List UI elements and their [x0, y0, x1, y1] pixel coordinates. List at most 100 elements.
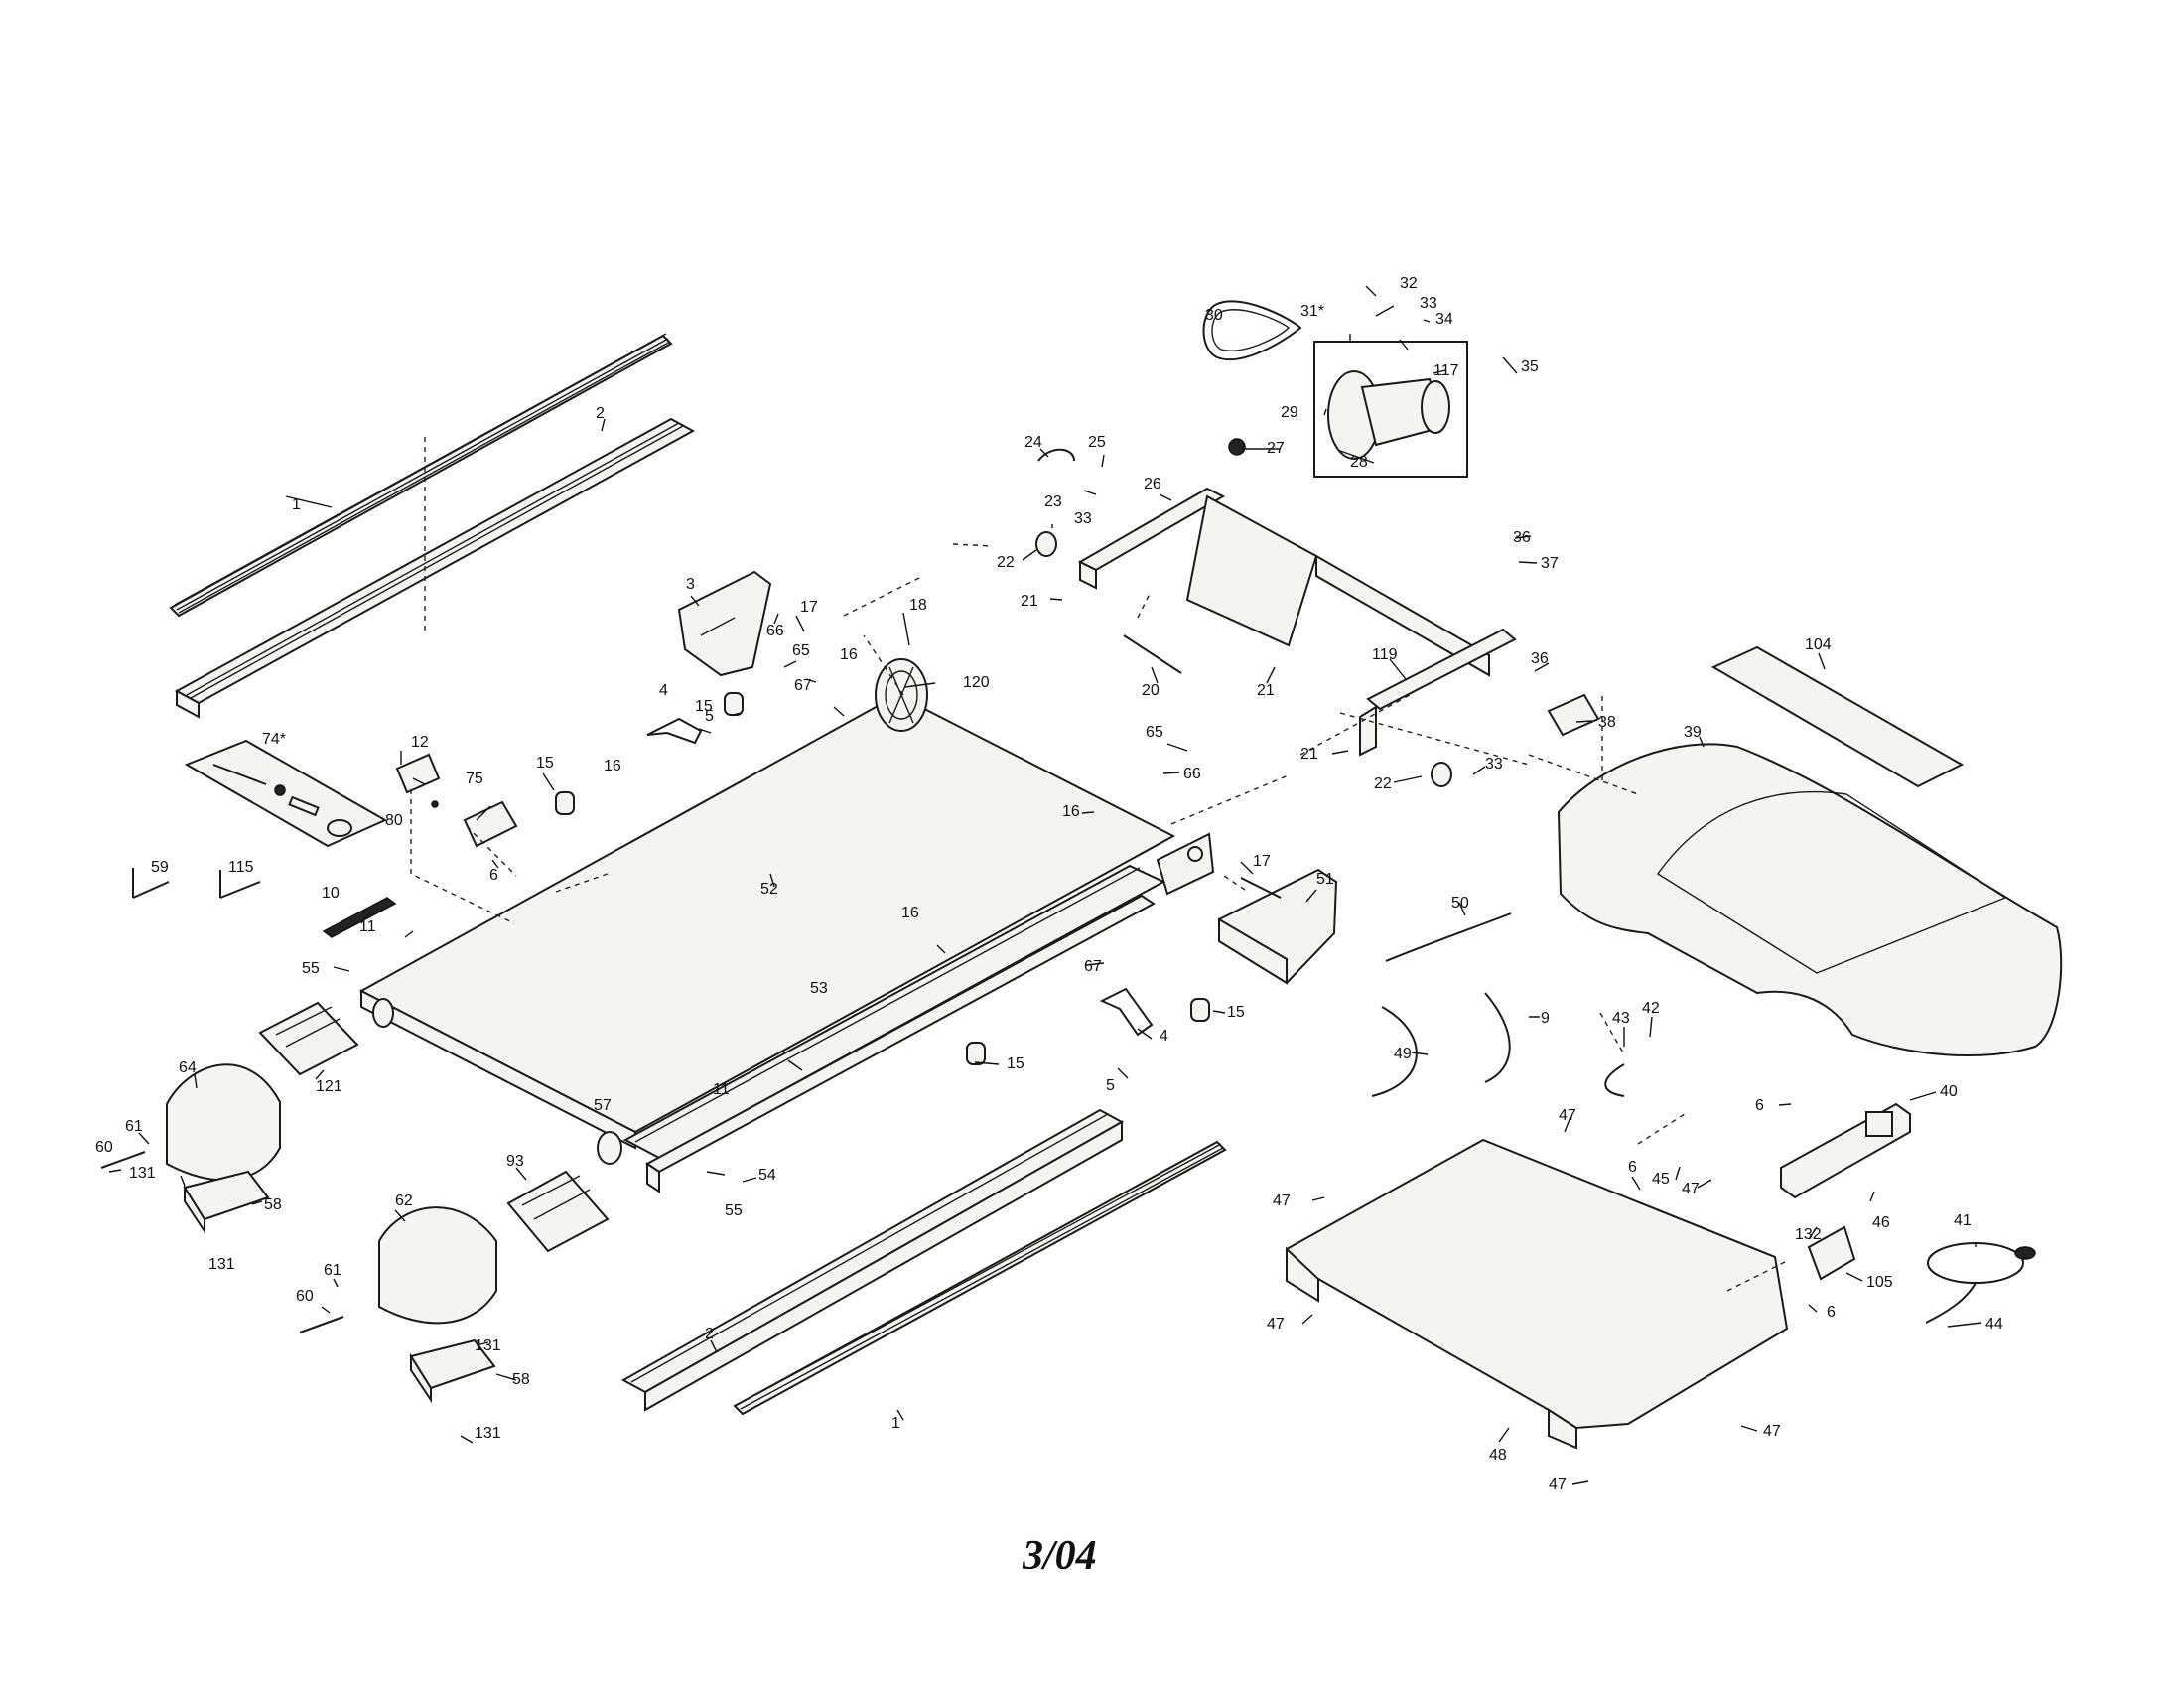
callout-49: 49: [1394, 1046, 1412, 1062]
callout-18: 18: [909, 597, 927, 614]
side-plate-right: [1156, 832, 1215, 896]
callout-120: 120: [963, 674, 990, 691]
bracket-12: [395, 753, 441, 794]
callout-27: 27: [1267, 440, 1285, 457]
callout-104: 104: [1805, 636, 1832, 653]
callout-labels: 1 2 3 74* 12 75 80 6 59 115 10 11 55 64 …: [95, 275, 2003, 1493]
callout-6: 6: [1755, 1097, 1764, 1114]
hood-end-51: [1218, 868, 1338, 985]
callout-33: 33: [1485, 756, 1503, 772]
callout-25: 25: [1088, 434, 1106, 451]
callout-67: 67: [794, 677, 812, 694]
callout-42: 42: [1642, 1000, 1660, 1017]
callout-21: 21: [1257, 682, 1275, 699]
callout-121: 121: [316, 1078, 342, 1095]
callout-50: 50: [1451, 895, 1469, 912]
callout-6: 6: [1827, 1304, 1836, 1321]
callout-55: 55: [302, 960, 320, 977]
leader-lines: [108, 285, 1982, 1485]
hood-trim-104: [1710, 645, 1965, 788]
callout-16: 16: [840, 646, 858, 663]
callout-131: 131: [475, 1425, 501, 1442]
callout-105: 105: [1866, 1274, 1893, 1291]
callout-31: 31*: [1300, 303, 1324, 320]
callout-93: 93: [506, 1153, 524, 1170]
callout-28: 28: [1350, 454, 1368, 471]
callout-115: 115: [228, 859, 254, 876]
callout-66: 66: [766, 623, 784, 639]
callout-2: 2: [705, 1326, 714, 1342]
callout-6: 6: [1628, 1159, 1637, 1176]
motor-assembly-31-box: [1313, 341, 1468, 478]
shock-15-d: [1190, 998, 1210, 1022]
callout-62: 62: [395, 1193, 413, 1209]
shock-15-c: [966, 1042, 986, 1065]
callout-58: 58: [512, 1371, 530, 1388]
callout-47: 47: [1267, 1316, 1285, 1333]
callout-17: 17: [1253, 853, 1271, 870]
callout-36: 36: [1531, 650, 1549, 667]
callout-48: 48: [1489, 1447, 1507, 1464]
end-cap-62: [378, 1206, 497, 1325]
end-cap-insert-93: [506, 1170, 610, 1253]
callout-61: 61: [125, 1118, 143, 1135]
frame-rail-54: [645, 894, 1156, 1193]
callout-47: 47: [1763, 1423, 1781, 1440]
rear-roller-57: [372, 998, 622, 1165]
hex-key-59: [132, 868, 170, 899]
end-cap-64: [166, 1063, 281, 1182]
callout-40: 40: [1940, 1083, 1958, 1100]
callout-44: 44: [1985, 1316, 2003, 1333]
callout-5: 5: [705, 708, 714, 725]
callout-26: 26: [1144, 476, 1161, 492]
foot-cap-58-b: [409, 1338, 496, 1404]
walking-belt-52: [358, 693, 1176, 1150]
side-rail-2-bottom: [620, 1108, 1125, 1412]
callout-60: 60: [296, 1288, 314, 1305]
callout-52: 52: [760, 881, 778, 898]
callout-46: 46: [1872, 1214, 1890, 1231]
hex-key-115: [219, 870, 261, 899]
callout-33: 33: [1074, 510, 1092, 527]
callout-131: 131: [208, 1256, 235, 1273]
grip-strip-10: [322, 897, 397, 938]
bolt-17: [1240, 877, 1282, 899]
callout-65: 65: [1146, 724, 1163, 741]
callout-15: 15: [1007, 1055, 1024, 1072]
side-rail-1-bottom: [733, 1140, 1227, 1416]
callout-2: 2: [596, 405, 605, 422]
bolt-60-b: [299, 1316, 344, 1333]
callout-41: 41: [1954, 1212, 1972, 1229]
callout-11: 11: [713, 1081, 730, 1098]
callout-35: 35: [1521, 358, 1539, 375]
callout-47: 47: [1559, 1107, 1576, 1124]
callout-119: 119: [1372, 646, 1398, 663]
callout-59: 59: [151, 859, 169, 876]
drive-motor-28: [1327, 370, 1450, 460]
callout-58: 58: [264, 1196, 282, 1213]
callout-75: 75: [466, 771, 483, 787]
callout-45: 45: [1652, 1171, 1670, 1188]
callout-1: 1: [292, 496, 301, 513]
callout-74: 74*: [262, 731, 286, 748]
cable-9: [1484, 992, 1511, 1083]
callout-65: 65: [792, 642, 810, 659]
shock-15-a: [724, 692, 744, 716]
callout-64: 64: [179, 1059, 197, 1076]
callout-21: 21: [1300, 746, 1318, 763]
drive-belt-30: [1202, 300, 1302, 360]
callout-54: 54: [758, 1167, 776, 1184]
callout-117: 117: [1433, 362, 1459, 379]
callout-38: 38: [1598, 714, 1616, 731]
callout-15: 15: [1227, 1004, 1245, 1021]
callout-17: 17: [800, 599, 818, 616]
callout-9: 9: [1541, 1010, 1550, 1027]
cable-49: [1371, 1006, 1418, 1097]
callout-33: 33: [1420, 295, 1437, 312]
callout-29: 29: [1281, 404, 1298, 421]
power-cord-41: [1925, 1242, 2036, 1324]
callout-12: 12: [411, 734, 429, 751]
nut-27: [1228, 438, 1246, 456]
callout-66: 66: [1183, 766, 1201, 782]
callout-57: 57: [594, 1097, 612, 1114]
